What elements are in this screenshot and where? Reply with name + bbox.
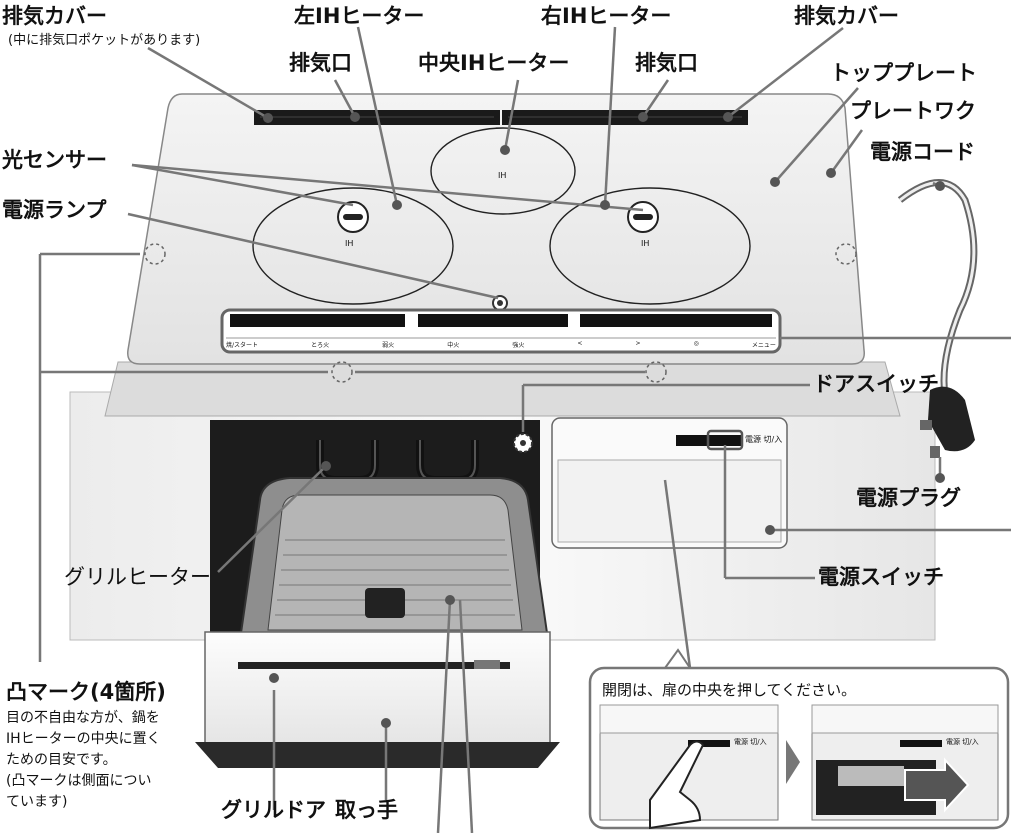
bump-mark-line: (凸マークは側面につい	[6, 773, 152, 789]
inset-arrow-icon	[786, 740, 800, 784]
inset-caption: 開閉は、扉の中央を押してください。	[602, 681, 857, 699]
bump-mark-line: IHヒーターの中央に置く	[6, 731, 161, 747]
ctrl-btn: <	[577, 340, 583, 347]
bump-mark-4	[645, 361, 667, 383]
top-plate	[127, 93, 865, 365]
ctrl-btn: 弱火	[382, 342, 395, 349]
left-ih-ring	[252, 187, 454, 305]
light-sensor-right	[627, 201, 659, 233]
drawer-power-label: 電源 切/入	[745, 435, 783, 444]
ctrl-btn: メニュー	[751, 342, 776, 349]
label-grill-heater: グリルヒーター	[64, 565, 211, 589]
label-power-switch: 電源スイッチ	[818, 565, 944, 589]
grill-handle	[195, 742, 560, 768]
bump-mark-1	[144, 243, 166, 265]
label-exhaust-cover-left-note: (中に排気口ポケットがあります)	[8, 33, 201, 48]
bump-mark-line: ています)	[6, 794, 68, 810]
bump-mark-3	[331, 361, 353, 383]
bump-mark-note: 凸マーク(4箇所) 目の不自由な方が、鍋を IHヒーターの中央に置く ための目安…	[6, 676, 216, 813]
power-cord	[897, 179, 978, 396]
bump-mark-line: ための目安です。	[6, 752, 117, 768]
ctrl-btn: >	[635, 340, 641, 347]
ctrl-btn: ◎	[693, 340, 699, 347]
center-ih-ring	[430, 127, 576, 215]
label-right-ih: 右IHヒーター	[541, 4, 672, 28]
bump-mark-line: 目の不自由な方が、鍋を	[6, 710, 160, 726]
inset-panel-label-1: 電源 切/入	[734, 738, 767, 746]
label-left-ih: 左IHヒーター	[294, 4, 425, 28]
label-top-plate: トッププレート	[830, 61, 977, 85]
label-door-switch: ドアスイッチ	[813, 372, 939, 396]
label-light-sensor: 光センサー	[2, 148, 107, 172]
bump-mark-2	[835, 243, 857, 265]
label-exhaust-right: 排気口	[635, 51, 698, 75]
right-burner-ih-mark: IH	[641, 239, 650, 248]
inset-panel-label-2: 電源 切/入	[946, 738, 979, 746]
ctrl-btn: 焼/スタート	[226, 342, 259, 349]
center-burner-ih-mark: IH	[498, 171, 507, 180]
ctrl-btn: 強火	[512, 342, 525, 349]
label-power-cord: 電源コード	[870, 140, 975, 164]
ctrl-btn: とろ火	[311, 342, 330, 349]
light-sensor-left	[337, 201, 369, 233]
ctrl-btn: 中火	[447, 342, 460, 349]
power-plug	[920, 386, 975, 458]
right-ih-ring	[549, 187, 751, 305]
label-power-lamp: 電源ランプ	[2, 198, 107, 222]
label-grill-door: グリルドア	[221, 798, 326, 822]
label-exhaust-left: 排気口	[289, 51, 352, 75]
inset-hand-icon	[649, 740, 705, 830]
label-center-ih: 中央IHヒーター	[418, 51, 570, 75]
label-power-plug: 電源プラグ	[856, 486, 961, 510]
label-exhaust-cover-right: 排気カバー	[794, 4, 899, 28]
inset-pointer	[663, 648, 692, 669]
label-plate-work: プレートワク	[850, 99, 976, 123]
bump-mark-title: 凸マーク(4箇所)	[6, 680, 166, 704]
top-front-rim	[104, 361, 901, 417]
label-exhaust-cover-left: 排気カバー	[2, 4, 107, 28]
grill-door	[204, 631, 551, 751]
label-handle: 取っ手	[335, 798, 398, 822]
control-strip-labels: 焼/スタート とろ火 弱火 中火 強火 < > ◎ メニュー	[226, 340, 776, 349]
left-burner-ih-mark: IH	[345, 239, 354, 248]
